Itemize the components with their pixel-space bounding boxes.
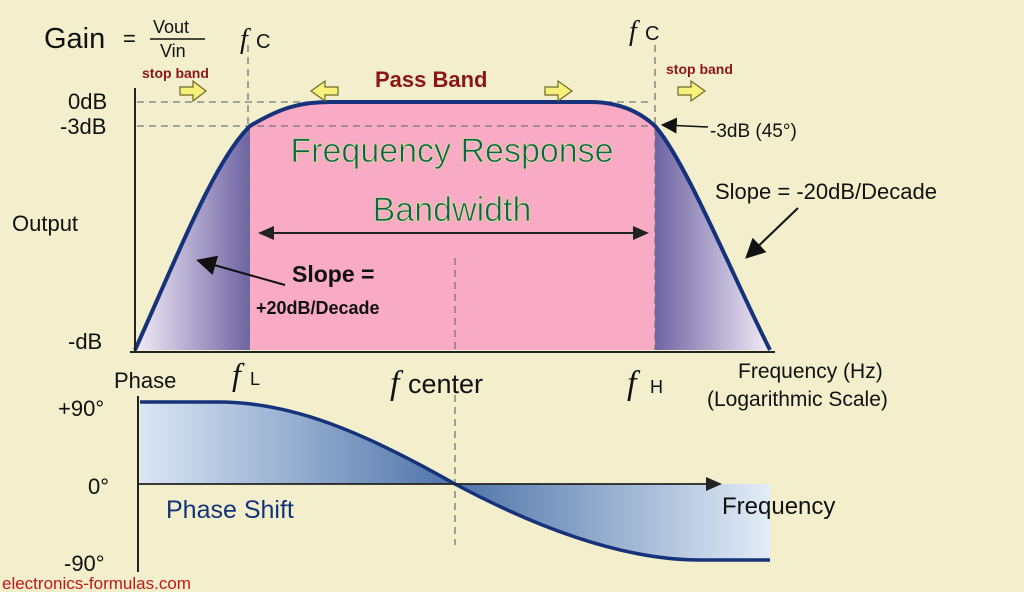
phase-zero-axis-arrowhead — [706, 477, 722, 491]
output-label: Output — [12, 211, 78, 236]
stop-band-right-arrow — [677, 79, 707, 103]
fl-f: f — [232, 356, 245, 392]
stop-band-left-label: stop band — [142, 65, 209, 81]
slope-right-label: Slope = -20dB/Decade — [715, 179, 937, 204]
minus3db-pointer — [660, 117, 709, 134]
phase-frequency-label: Frequency — [722, 493, 835, 520]
fc-right-f: f — [629, 16, 640, 47]
zero-db-label: 0dB — [68, 89, 107, 114]
pass-band-left-arrow — [309, 79, 339, 103]
fc-right-sub: C — [645, 23, 659, 45]
stop-band-right-label: stop band — [666, 61, 733, 77]
gain-denominator: Vin — [160, 41, 186, 61]
minus3-db-label: -3dB — [60, 114, 106, 139]
bandwidth-title: Bandwidth — [373, 191, 532, 229]
fcenter-f: f — [390, 365, 404, 402]
slope-left-line1: Slope = — [292, 261, 374, 287]
left-rolloff-region — [135, 126, 250, 350]
pass-band-right-arrow — [544, 79, 574, 103]
phase-fill-positive — [140, 402, 455, 484]
slope-left-pointer — [196, 255, 286, 286]
minus-db-label: -dB — [68, 329, 102, 354]
watermark: electronics-formulas.com — [2, 574, 191, 592]
plus90-label: +90° — [58, 396, 104, 421]
gain-label: Gain — [44, 23, 105, 55]
gain-numerator: Vout — [153, 17, 189, 37]
fl-sub: L — [250, 369, 260, 389]
frequency-response-title: Frequency Response — [290, 132, 613, 170]
stop-band-left-arrow — [179, 79, 207, 103]
slope-right-pointer — [745, 207, 799, 259]
zero-deg-label: 0° — [88, 474, 109, 499]
phase-fill-negative — [455, 484, 770, 560]
log-scale-label: (Logarithmic Scale) — [707, 388, 888, 411]
frequency-hz-label: Frequency (Hz) — [738, 360, 883, 383]
response-curve — [133, 100, 772, 351]
minus3db-note: -3dB (45°) — [710, 121, 797, 142]
fh-sub: H — [650, 377, 663, 397]
slope-left-line2: +20dB/Decade — [256, 298, 380, 318]
fc-left-sub: C — [256, 31, 270, 53]
fc-left-f: f — [240, 24, 251, 55]
gain-equals: = — [123, 26, 136, 51]
passband-region — [250, 102, 655, 350]
band-arrows — [179, 79, 707, 103]
fcenter-text: center — [408, 369, 483, 399]
minus90-label: -90° — [64, 551, 105, 576]
pass-band-label: Pass Band — [375, 67, 488, 92]
phase-label: Phase — [114, 368, 176, 393]
bandwidth-arrow — [258, 226, 649, 240]
phase-shift-label: Phase Shift — [166, 496, 294, 524]
fh-f: f — [627, 365, 641, 402]
